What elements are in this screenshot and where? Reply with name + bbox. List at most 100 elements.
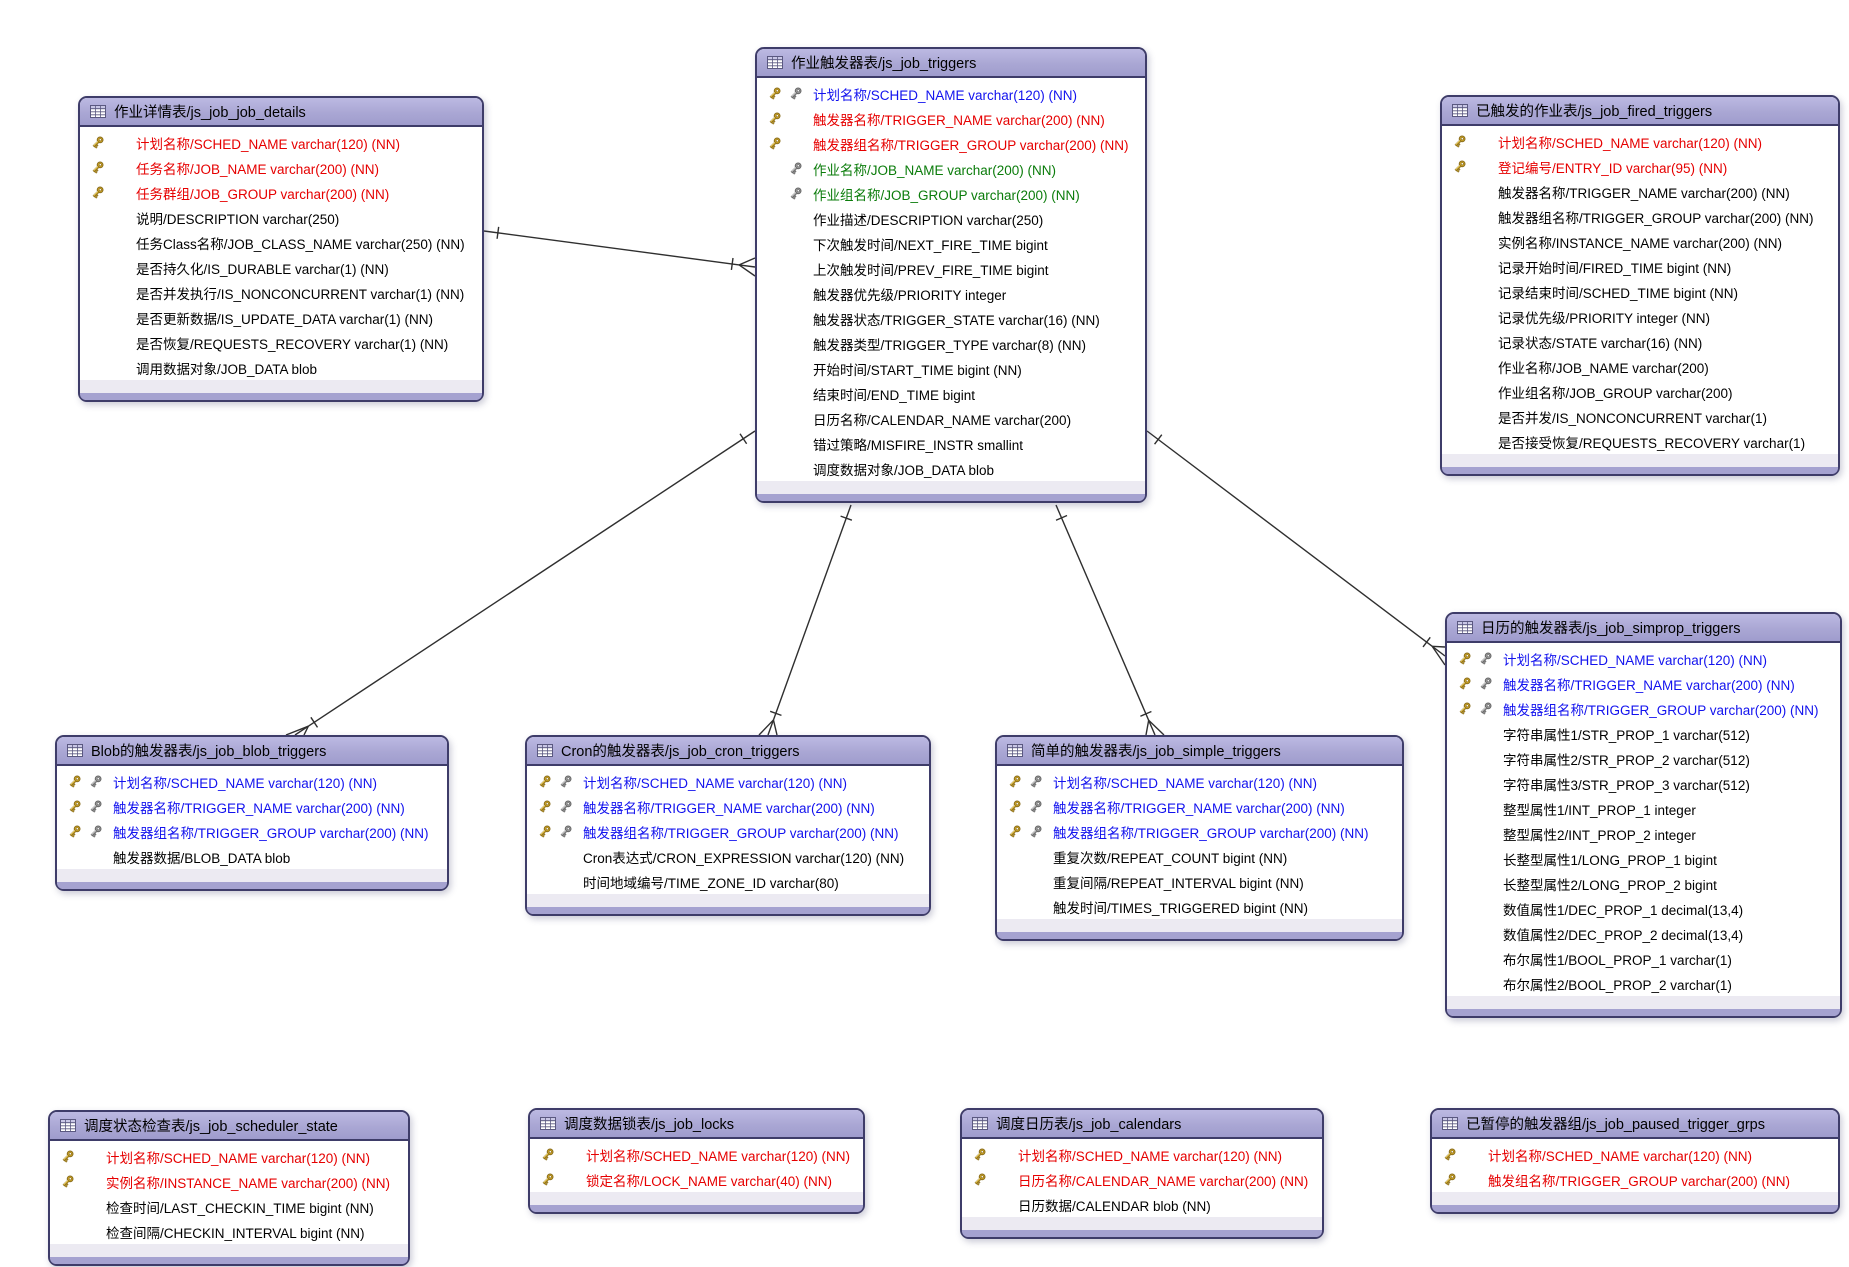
field-row[interactable]: 触发器状态/TRIGGER_STATE varchar(16) (NN) [757,306,1145,331]
table-js_job_job_details[interactable]: 作业详情表/js_job_job_details 计划名称/SCHED_NAME… [78,96,484,402]
field-row[interactable]: 时间地域编号/TIME_ZONE_ID varchar(80) [527,869,929,894]
table-header-js_job_cron_triggers[interactable]: Cron的触发器表/js_job_cron_triggers [527,737,929,766]
field-row[interactable]: 触发时间/TIMES_TRIGGERED bigint (NN) [997,894,1402,919]
relationship-js_job_job_details-js_job_triggers[interactable] [483,226,756,277]
field-row[interactable]: 检查间隔/CHECKIN_INTERVAL bigint (NN) [50,1219,408,1244]
field-row[interactable]: 计划名称/SCHED_NAME varchar(120) (NN) [997,769,1402,794]
field-row[interactable]: 布尔属性2/BOOL_PROP_2 varchar(1) [1447,971,1840,996]
table-header-js_job_simprop_triggers[interactable]: 日历的触发器表/js_job_simprop_triggers [1447,614,1840,643]
field-row[interactable]: 实例名称/INSTANCE_NAME varchar(200) (NN) [1442,229,1838,254]
field-row[interactable]: 锁定名称/LOCK_NAME varchar(40) (NN) [530,1167,863,1192]
field-row[interactable]: 触发器名称/TRIGGER_NAME varchar(200) (NN) [997,794,1402,819]
field-row[interactable]: 计划名称/SCHED_NAME varchar(120) (NN) [50,1144,408,1169]
table-header-js_job_fired_triggers[interactable]: 已触发的作业表/js_job_fired_triggers [1442,97,1838,126]
field-row[interactable]: 触发器名称/TRIGGER_NAME varchar(200) (NN) [757,106,1145,131]
field-row[interactable]: 是否并发执行/IS_NONCONCURRENT varchar(1) (NN) [80,280,482,305]
table-js_job_simple_triggers[interactable]: 简单的触发器表/js_job_simple_triggers 计划名称/SCHE… [995,735,1404,941]
field-row[interactable]: 触发器名称/TRIGGER_NAME varchar(200) (NN) [1442,179,1838,204]
field-row[interactable]: 记录状态/STATE varchar(16) (NN) [1442,329,1838,354]
table-header-js_job_blob_triggers[interactable]: Blob的触发器表/js_job_blob_triggers [57,737,447,766]
field-row[interactable]: 重复次数/REPEAT_COUNT bigint (NN) [997,844,1402,869]
field-row[interactable]: 作业名称/JOB_NAME varchar(200) [1442,354,1838,379]
field-row[interactable]: 计划名称/SCHED_NAME varchar(120) (NN) [527,769,929,794]
field-row[interactable]: 作业组名称/JOB_GROUP varchar(200) (NN) [757,181,1145,206]
table-js_job_blob_triggers[interactable]: Blob的触发器表/js_job_blob_triggers 计划名称/SCHE… [55,735,449,891]
field-row[interactable]: 作业描述/DESCRIPTION varchar(250) [757,206,1145,231]
table-header-js_job_job_details[interactable]: 作业详情表/js_job_job_details [80,98,482,127]
table-js_job_calendars[interactable]: 调度日历表/js_job_calendars 计划名称/SCHED_NAME v… [960,1108,1324,1239]
field-row[interactable]: 记录结束时间/SCHED_TIME bigint (NN) [1442,279,1838,304]
field-row[interactable]: 计划名称/SCHED_NAME varchar(120) (NN) [1432,1142,1838,1167]
table-js_job_scheduler_state[interactable]: 调度状态检查表/js_job_scheduler_state 计划名称/SCHE… [48,1110,410,1266]
relationship-js_job_triggers-js_job_blob_triggers[interactable] [285,430,756,736]
field-row[interactable]: 是否并发/IS_NONCONCURRENT varchar(1) [1442,404,1838,429]
field-row[interactable]: 是否接受恢复/REQUESTS_RECOVERY varchar(1) [1442,429,1838,454]
field-row[interactable]: 是否持久化/IS_DURABLE varchar(1) (NN) [80,255,482,280]
field-row[interactable]: 计划名称/SCHED_NAME varchar(120) (NN) [1447,646,1840,671]
field-row[interactable]: 字符串属性1/STR_PROP_1 varchar(512) [1447,721,1840,746]
field-row[interactable]: 触发器组名称/TRIGGER_GROUP varchar(200) (NN) [527,819,929,844]
table-header-js_job_simple_triggers[interactable]: 简单的触发器表/js_job_simple_triggers [997,737,1402,766]
field-row[interactable]: 重复间隔/REPEAT_INTERVAL bigint (NN) [997,869,1402,894]
field-row[interactable]: 调度数据对象/JOB_DATA blob [757,456,1145,481]
field-row[interactable]: 上次触发时间/PREV_FIRE_TIME bigint [757,256,1145,281]
field-row[interactable]: 结束时间/END_TIME bigint [757,381,1145,406]
field-row[interactable]: 触发器名称/TRIGGER_NAME varchar(200) (NN) [527,794,929,819]
field-row[interactable]: 日历名称/CALENDAR_NAME varchar(200) [757,406,1145,431]
field-row[interactable]: 整型属性2/INT_PROP_2 integer [1447,821,1840,846]
field-row[interactable]: 数值属性1/DEC_PROP_1 decimal(13,4) [1447,896,1840,921]
relationship-js_job_triggers-js_job_cron_triggers[interactable] [758,504,853,736]
field-row[interactable]: 计划名称/SCHED_NAME varchar(120) (NN) [757,81,1145,106]
table-header-js_job_calendars[interactable]: 调度日历表/js_job_calendars [962,1110,1322,1139]
table-js_job_simprop_triggers[interactable]: 日历的触发器表/js_job_simprop_triggers 计划名称/SCH… [1445,612,1842,1018]
field-row[interactable]: Cron表达式/CRON_EXPRESSION varchar(120) (NN… [527,844,929,869]
table-js_job_locks[interactable]: 调度数据锁表/js_job_locks 计划名称/SCHED_NAME varc… [528,1108,865,1214]
field-row[interactable]: 布尔属性1/BOOL_PROP_1 varchar(1) [1447,946,1840,971]
table-js_job_triggers[interactable]: 作业触发器表/js_job_triggers 计划名称/SCHED_NAME v… [755,47,1147,503]
field-row[interactable]: 触发器组名称/TRIGGER_GROUP varchar(200) (NN) [1442,204,1838,229]
field-row[interactable]: 任务Class名称/JOB_CLASS_NAME varchar(250) (N… [80,230,482,255]
field-row[interactable]: 触发器名称/TRIGGER_NAME varchar(200) (NN) [57,794,447,819]
field-row[interactable]: 长整型属性2/LONG_PROP_2 bigint [1447,871,1840,896]
field-row[interactable]: 作业组名称/JOB_GROUP varchar(200) [1442,379,1838,404]
field-row[interactable]: 触发器组名称/TRIGGER_GROUP varchar(200) (NN) [1447,696,1840,721]
field-row[interactable]: 计划名称/SCHED_NAME varchar(120) (NN) [80,130,482,155]
field-row[interactable]: 触发器组名称/TRIGGER_GROUP varchar(200) (NN) [997,819,1402,844]
table-header-js_job_paused_trigger_grps[interactable]: 已暂停的触发器组/js_job_paused_trigger_grps [1432,1110,1838,1139]
table-header-js_job_scheduler_state[interactable]: 调度状态检查表/js_job_scheduler_state [50,1112,408,1141]
field-row[interactable]: 触发器数据/BLOB_DATA blob [57,844,447,869]
field-row[interactable]: 计划名称/SCHED_NAME varchar(120) (NN) [962,1142,1322,1167]
field-row[interactable]: 触发器组名称/TRIGGER_GROUP varchar(200) (NN) [757,131,1145,156]
field-row[interactable]: 计划名称/SCHED_NAME varchar(120) (NN) [1442,129,1838,154]
table-header-js_job_locks[interactable]: 调度数据锁表/js_job_locks [530,1110,863,1139]
field-row[interactable]: 整型属性1/INT_PROP_1 integer [1447,796,1840,821]
table-header-js_job_triggers[interactable]: 作业触发器表/js_job_triggers [757,49,1145,78]
field-row[interactable]: 任务名称/JOB_NAME varchar(200) (NN) [80,155,482,180]
field-row[interactable]: 字符串属性3/STR_PROP_3 varchar(512) [1447,771,1840,796]
table-js_job_fired_triggers[interactable]: 已触发的作业表/js_job_fired_triggers 计划名称/SCHED… [1440,95,1840,476]
field-row[interactable]: 字符串属性2/STR_PROP_2 varchar(512) [1447,746,1840,771]
field-row[interactable]: 实例名称/INSTANCE_NAME varchar(200) (NN) [50,1169,408,1194]
field-row[interactable]: 检查时间/LAST_CHECKIN_TIME bigint (NN) [50,1194,408,1219]
field-row[interactable]: 触发器类型/TRIGGER_TYPE varchar(8) (NN) [757,331,1145,356]
table-js_job_paused_trigger_grps[interactable]: 已暂停的触发器组/js_job_paused_trigger_grps 计划名称… [1430,1108,1840,1214]
field-row[interactable]: 长整型属性1/LONG_PROP_1 bigint [1447,846,1840,871]
field-row[interactable]: 触发器优先级/PRIORITY integer [757,281,1145,306]
field-row[interactable]: 登记编号/ENTRY_ID varchar(95) (NN) [1442,154,1838,179]
field-row[interactable]: 日历名称/CALENDAR_NAME varchar(200) (NN) [962,1167,1322,1192]
field-row[interactable]: 说明/DESCRIPTION varchar(250) [80,205,482,230]
field-row[interactable]: 数值属性2/DEC_PROP_2 decimal(13,4) [1447,921,1840,946]
field-row[interactable]: 作业名称/JOB_NAME varchar(200) (NN) [757,156,1145,181]
field-row[interactable]: 计划名称/SCHED_NAME varchar(120) (NN) [57,769,447,794]
field-row[interactable]: 调用数据对象/JOB_DATA blob [80,355,482,380]
field-row[interactable]: 触发组名称/TRIGGER_GROUP varchar(200) (NN) [1432,1167,1838,1192]
field-row[interactable]: 是否恢复/REQUESTS_RECOVERY varchar(1) (NN) [80,330,482,355]
field-row[interactable]: 触发器名称/TRIGGER_NAME varchar(200) (NN) [1447,671,1840,696]
field-row[interactable]: 是否更新数据/IS_UPDATE_DATA varchar(1) (NN) [80,305,482,330]
table-js_job_cron_triggers[interactable]: Cron的触发器表/js_job_cron_triggers 计划名称/SCHE… [525,735,931,916]
field-row[interactable]: 计划名称/SCHED_NAME varchar(120) (NN) [530,1142,863,1167]
field-row[interactable]: 日历数据/CALENDAR blob (NN) [962,1192,1322,1217]
field-row[interactable]: 触发器组名称/TRIGGER_GROUP varchar(200) (NN) [57,819,447,844]
field-row[interactable]: 开始时间/START_TIME bigint (NN) [757,356,1145,381]
field-row[interactable]: 下次触发时间/NEXT_FIRE_TIME bigint [757,231,1145,256]
